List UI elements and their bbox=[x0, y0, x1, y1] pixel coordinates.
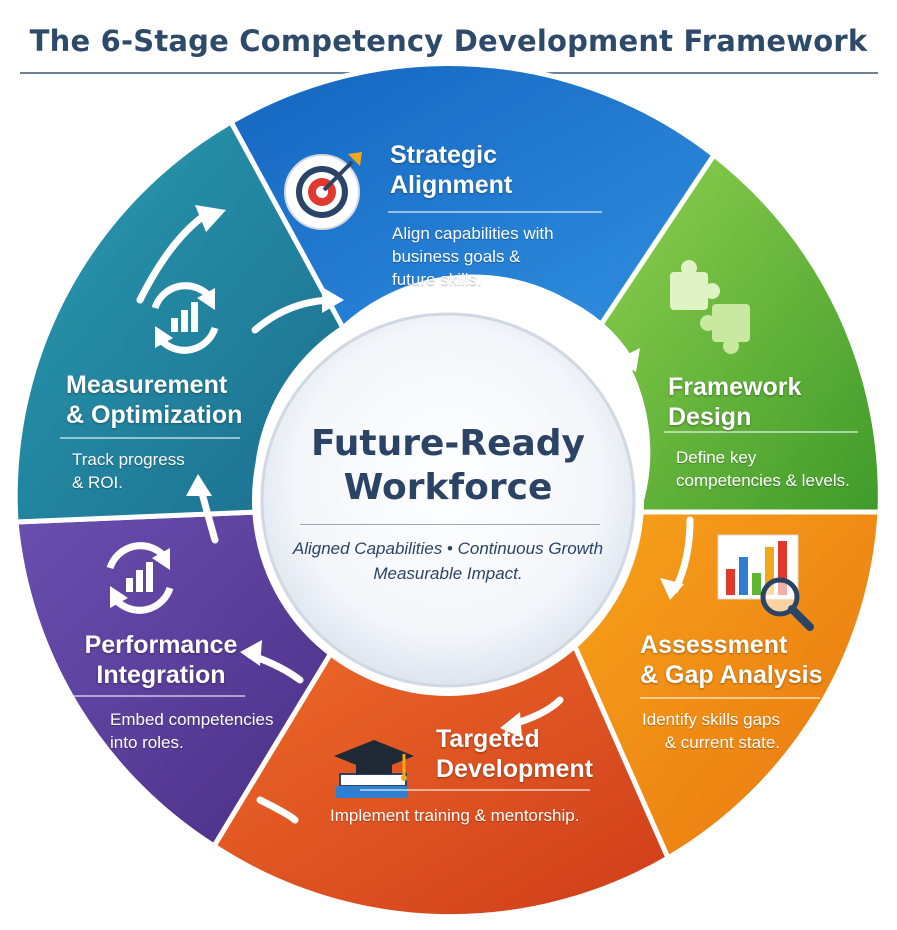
hub-subtitle: Aligned Capabilities • Continuous Growth… bbox=[268, 536, 628, 586]
stage-desc-strategic: Align capabilities with business goals &… bbox=[392, 222, 554, 291]
stage-title-measurement: Measurement & Optimization bbox=[66, 370, 242, 430]
stage-desc-targeted: Implement training & mentorship. bbox=[330, 804, 579, 827]
stage-title-framework: Framework Design bbox=[668, 372, 801, 432]
stage-title-targeted: Targeted Development bbox=[436, 724, 593, 784]
stage-desc-assessment: Identify skills gaps & current state. bbox=[612, 708, 780, 754]
hub-title: Future-Ready Workforce bbox=[288, 422, 608, 510]
hub-divider bbox=[300, 524, 600, 525]
stage-desc-performance: Embed competencies into roles. bbox=[110, 708, 273, 754]
stage-title-performance: Performance Integration bbox=[76, 630, 246, 690]
stage-title-strategic: Strategic Alignment bbox=[390, 140, 512, 200]
stage-desc-framework: Define key competencies & levels. bbox=[676, 446, 850, 492]
stage-desc-measurement: Track progress & ROI. bbox=[72, 448, 185, 494]
stage-title-assessment: Assessment & Gap Analysis bbox=[640, 630, 822, 690]
